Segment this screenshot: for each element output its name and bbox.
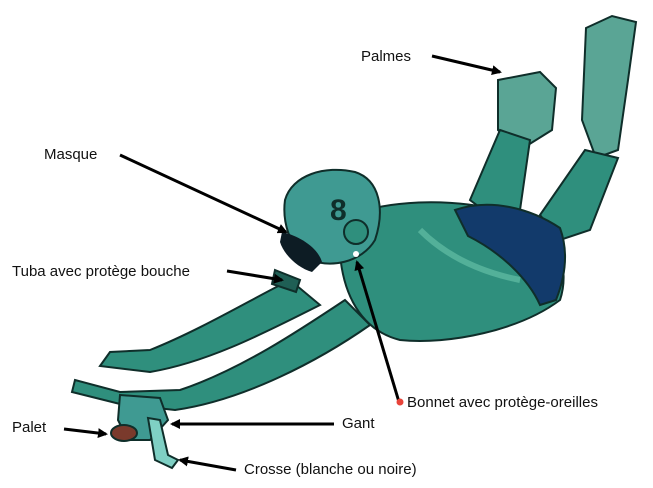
bonnet-dot (397, 399, 404, 406)
arrow-crosse (180, 460, 236, 470)
label-tuba: Tuba avec protège bouche (12, 263, 190, 281)
label-masque: Masque (44, 146, 97, 164)
cap-number: 8 (330, 194, 347, 227)
arrow-palmes (432, 56, 500, 72)
label-bonnet: Bonnet avec protège-oreilles (407, 394, 598, 412)
bonnet-point (353, 251, 359, 257)
label-crosse: Crosse (blanche ou noire) (244, 461, 417, 479)
label-palmes: Palmes (361, 48, 411, 66)
label-gant: Gant (342, 415, 375, 433)
puck (111, 425, 137, 441)
arrow-palet (64, 429, 106, 434)
label-palet: Palet (12, 419, 46, 437)
arrow-masque (120, 155, 286, 232)
